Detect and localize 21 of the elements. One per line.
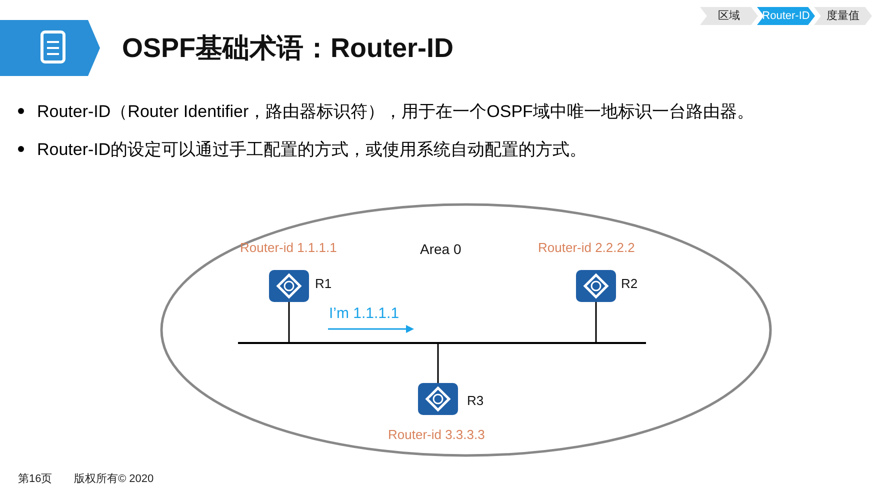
router-label: R3 — [467, 393, 484, 408]
breadcrumb-tab: Router-ID — [757, 7, 815, 25]
network-bus-line — [238, 342, 646, 344]
page-number: 第16页 — [18, 472, 52, 486]
connector-line — [437, 344, 439, 383]
router-id-label: Router-id 1.1.1.1 — [240, 240, 337, 255]
area-label: Area 0 — [420, 241, 462, 257]
bullet-text: Router-ID的设定可以通过手工配置的方式，或使用系统自动配置的方式。 — [37, 140, 587, 159]
message-label: I’m 1.1.1.1 — [329, 305, 400, 322]
breadcrumb-tab: 度量值 — [814, 7, 872, 25]
router-label: R1 — [315, 276, 332, 291]
breadcrumb-tab: 区域 — [700, 7, 758, 25]
connector-line — [288, 302, 290, 342]
connector-line — [595, 302, 597, 342]
router-label: R2 — [621, 276, 638, 291]
router-id-label: Router-id 3.3.3.3 — [388, 427, 485, 442]
slide-title: OSPF基础术语：Router-ID — [122, 32, 454, 65]
copyright-note: 版权所有© 2020 — [74, 472, 154, 486]
area-ellipse — [160, 203, 772, 457]
bullet-text: Router-ID（Router Identifier，路由器标识符），用于在一个OSPF域中唯一地标识一台路由器。 — [37, 102, 754, 121]
router-id-label: Router-id 2.2.2.2 — [538, 240, 635, 255]
